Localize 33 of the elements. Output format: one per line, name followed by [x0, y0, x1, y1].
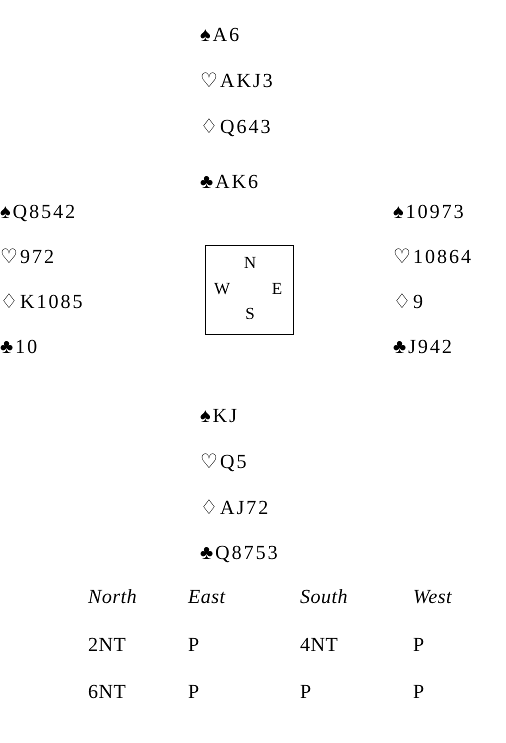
column-header: North	[88, 585, 138, 609]
bid-cell: P	[413, 633, 425, 657]
card-holding: ♣J942	[393, 335, 454, 359]
card-holding: ♡972	[0, 245, 56, 269]
bid-cell: P	[188, 680, 200, 704]
card-holding: ♠KJ	[200, 404, 239, 428]
card-holding: ♣10	[0, 335, 40, 359]
card-holding: ♢Q643	[200, 115, 272, 139]
bid-cell: 2NT	[88, 633, 126, 657]
card-holding: ♢9	[393, 290, 425, 314]
card-holding: ♠Q8542	[0, 200, 78, 224]
card-holding: ♣AK6	[200, 170, 260, 194]
card-holding: ♢K1085	[0, 290, 84, 314]
direction-letter: S	[245, 305, 255, 323]
direction-letter: N	[244, 254, 256, 272]
card-holding: ♡AKJ3	[200, 69, 275, 93]
bid-cell: P	[413, 680, 425, 704]
direction-letter: W	[214, 280, 230, 298]
direction-letter: E	[272, 280, 282, 298]
column-header: West	[413, 585, 452, 609]
card-holding: ♠A6	[200, 23, 242, 47]
bid-cell: 4NT	[300, 633, 338, 657]
bid-cell: P	[300, 680, 312, 704]
card-holding: ♢AJ72	[200, 496, 270, 520]
card-holding: ♡10864	[393, 245, 473, 269]
bid-cell: P	[188, 633, 200, 657]
card-holding: ♡Q5	[200, 450, 248, 474]
card-holding: ♣Q8753	[200, 541, 280, 565]
column-header: East	[188, 585, 226, 609]
card-holding: ♠10973	[393, 200, 466, 224]
column-header: South	[300, 585, 348, 609]
bid-cell: 6NT	[88, 680, 126, 704]
compass-box	[205, 245, 294, 335]
